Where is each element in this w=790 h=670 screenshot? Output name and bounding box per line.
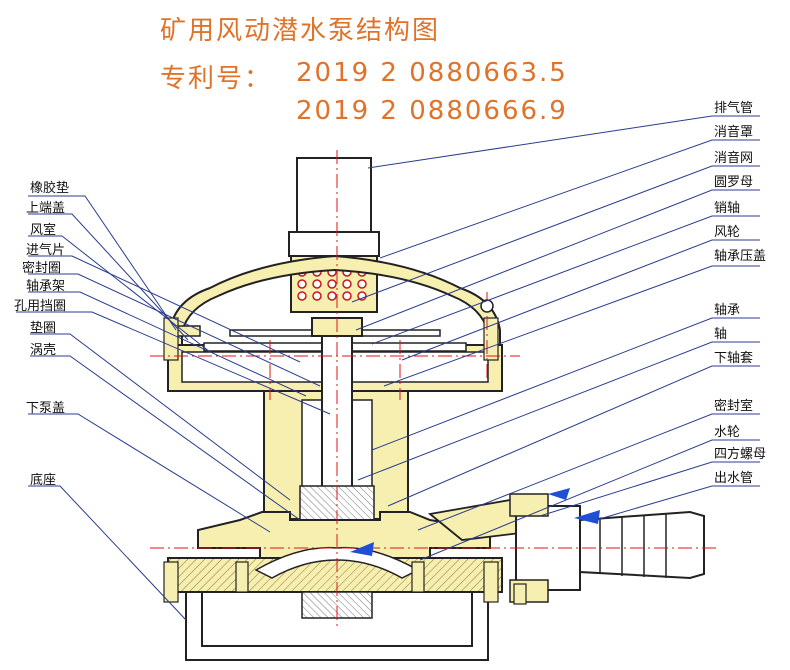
- label-volute: 涡壳: [30, 343, 57, 358]
- leader-lines-left: [16, 195, 331, 621]
- label-round-nut: 圆罗母: [714, 175, 754, 190]
- label-bearing: 轴承: [714, 303, 741, 318]
- flow-arrows: [350, 488, 600, 556]
- label-muffler-net: 消音网: [714, 151, 754, 166]
- label-lower-sleeve: 下轴套: [714, 351, 754, 366]
- base: [185, 591, 489, 661]
- patent-number-1: 2019 2 0880663.5: [296, 58, 568, 88]
- label-seal-ring: 密封圈: [22, 261, 62, 276]
- label-outlet-pipe: 出水管: [714, 471, 754, 486]
- label-base: 底座: [30, 473, 57, 488]
- label-intake-plate: 进气片: [26, 243, 66, 258]
- label-bearing-gland: 轴承压盖: [714, 249, 767, 264]
- lower-pump-cover: [167, 557, 503, 593]
- label-muffler-cover: 消音罩: [714, 125, 754, 140]
- label-air-chamber: 风室: [30, 223, 57, 238]
- label-upper-end-cover: 上端盖: [26, 201, 66, 216]
- label-washer: 垫圈: [30, 321, 57, 336]
- diagram-title: 矿用风动潜水泵结构图: [160, 16, 441, 46]
- centerlines: [150, 150, 720, 628]
- patent-label: 专利号：: [160, 64, 273, 94]
- label-square-nut: 四方螺母: [714, 447, 767, 462]
- label-wind-wheel: 风轮: [714, 225, 741, 240]
- label-pin-shaft: 销轴: [714, 201, 741, 216]
- label-bearing-frame: 轴承架: [26, 279, 66, 294]
- muffler-cover-top: [288, 231, 380, 257]
- label-rubber-gasket: 橡胶垫: [30, 181, 70, 196]
- patent-number-2: 2019 2 0880666.9: [296, 96, 568, 126]
- outlet-pipe-tail: [579, 510, 705, 580]
- label-retaining-ring: 孔用挡圈: [14, 299, 67, 314]
- leader-lines-right: [351, 115, 760, 561]
- exhaust-pipe: [296, 157, 372, 235]
- label-seal-chamber: 密封室: [714, 399, 754, 414]
- label-water-wheel: 水轮: [714, 425, 741, 440]
- label-exhaust-pipe: 排气管: [714, 101, 754, 116]
- label-shaft: 轴: [714, 327, 728, 342]
- label-lower-pump-cover: 下泵盖: [26, 401, 66, 416]
